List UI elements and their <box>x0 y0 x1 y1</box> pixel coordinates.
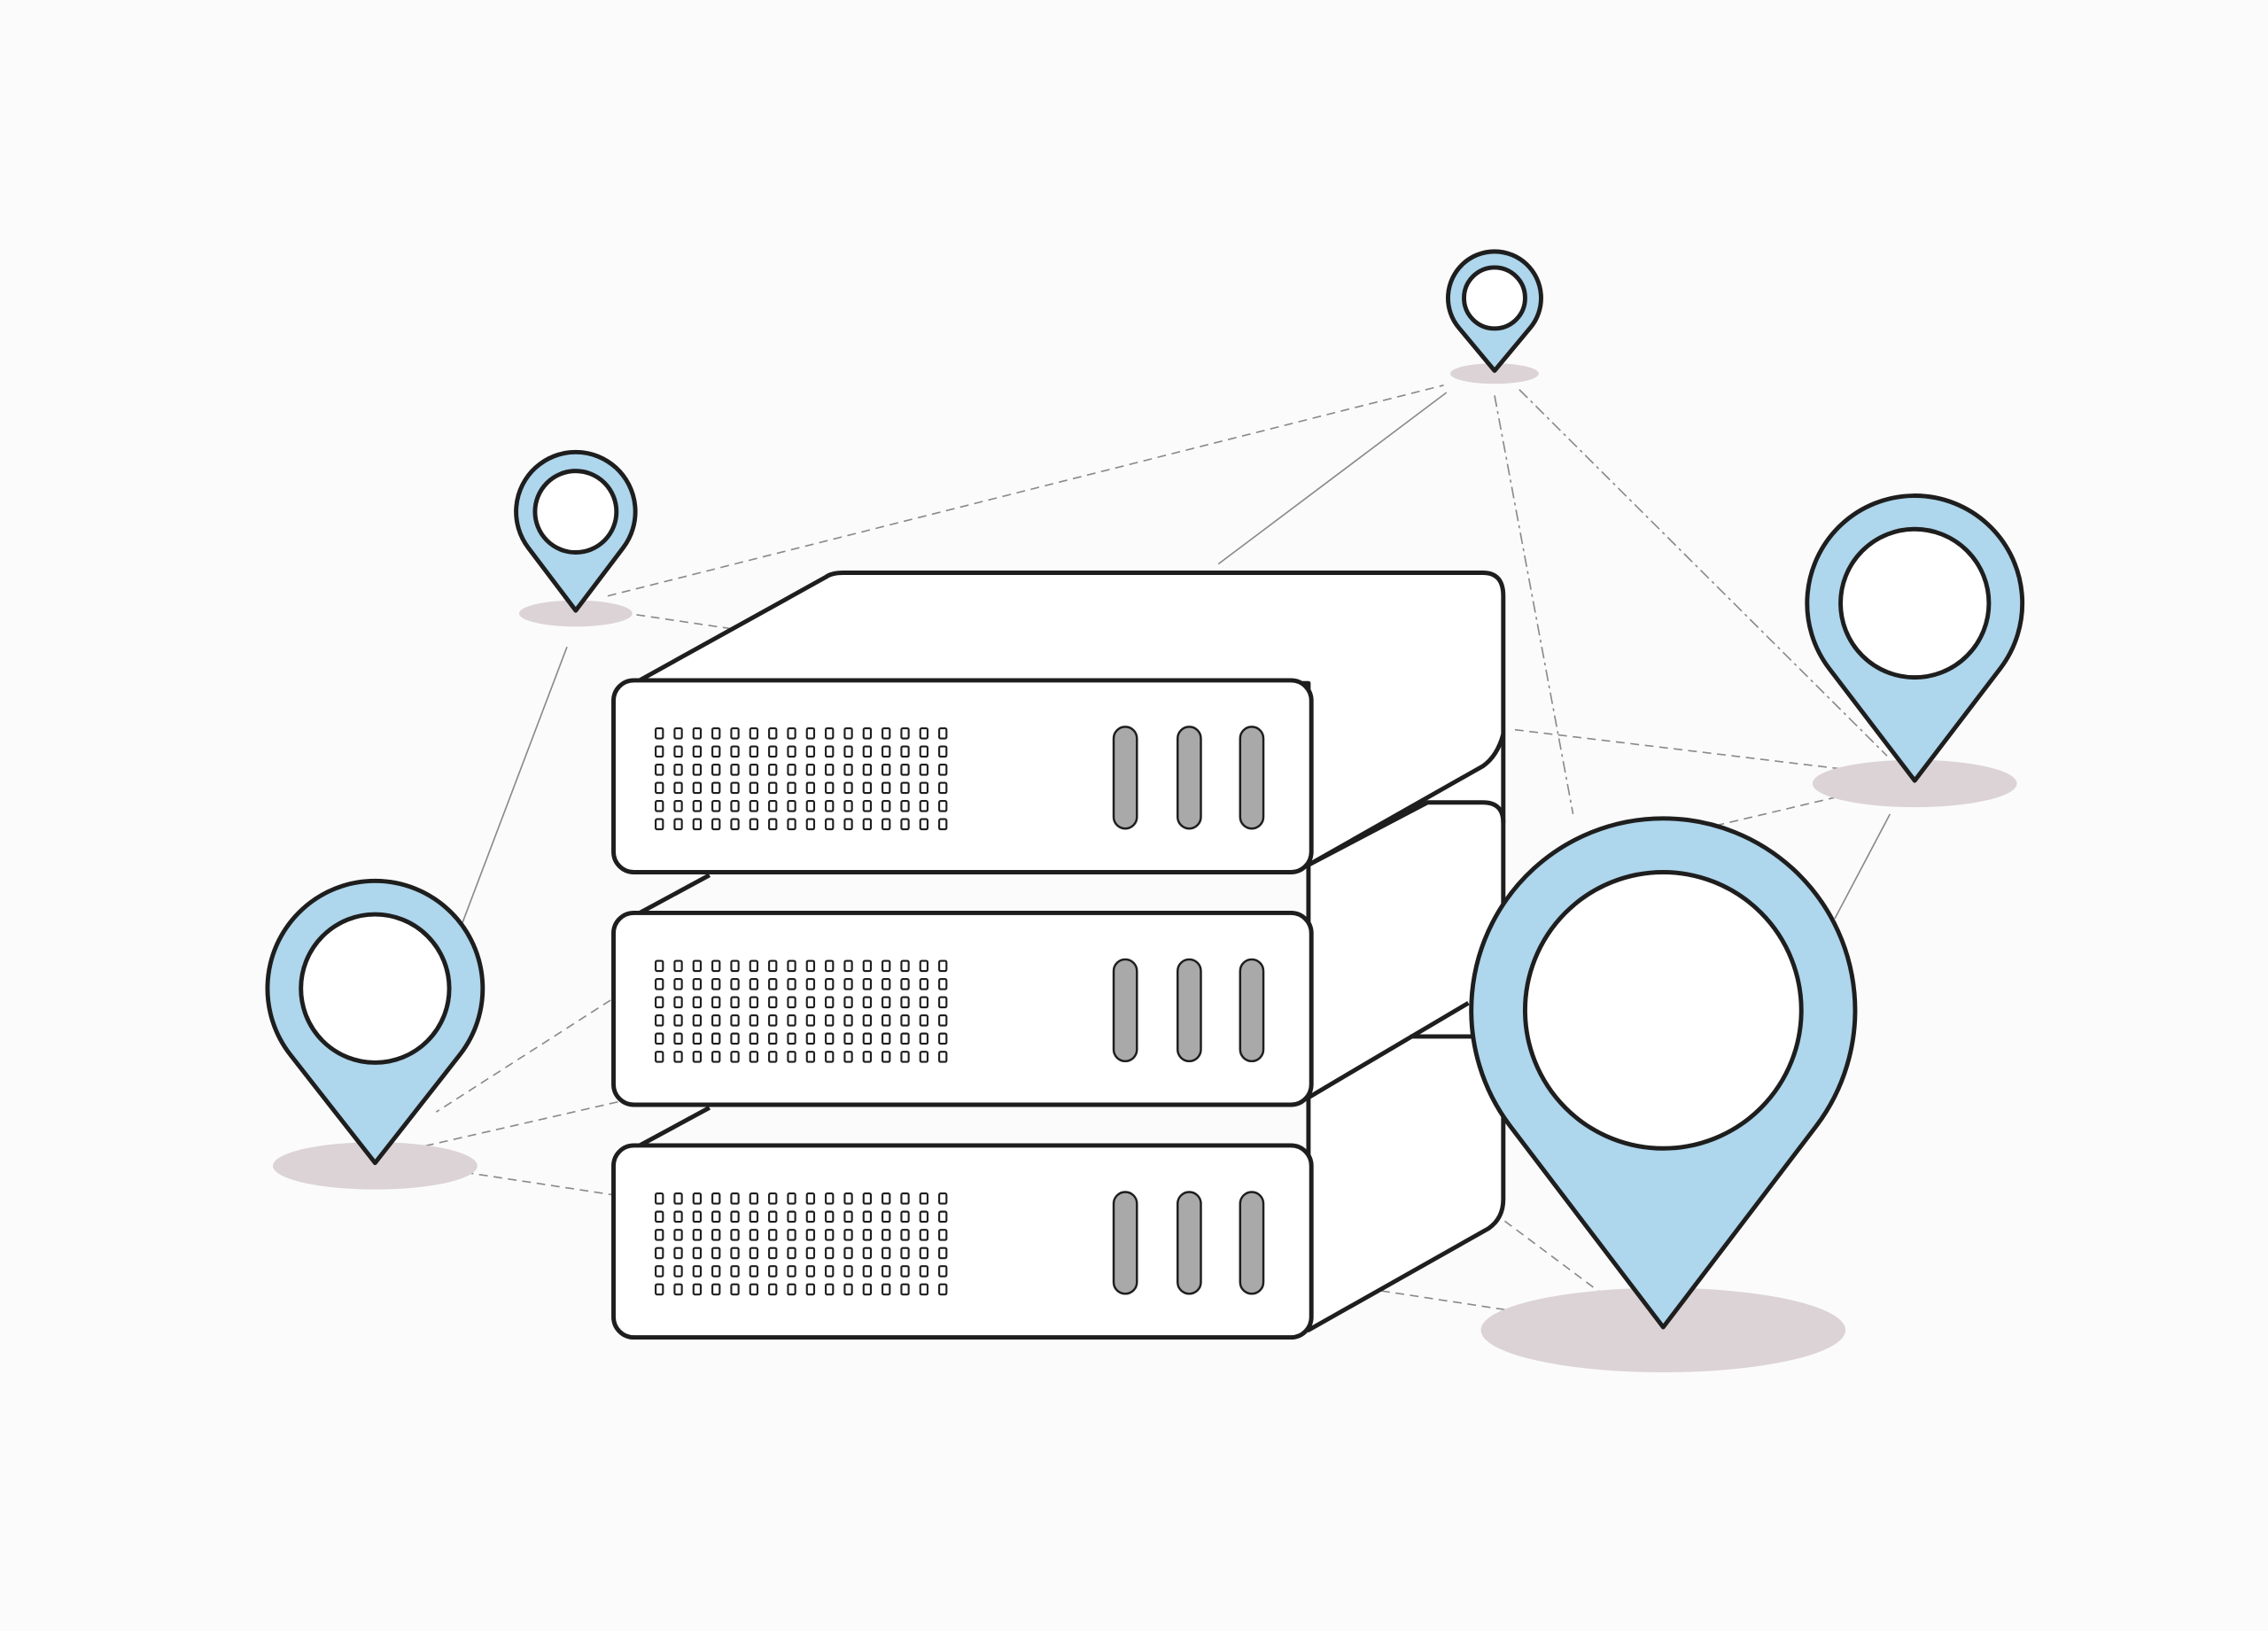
server-status-slot <box>1177 1191 1202 1295</box>
server-divider <box>1307 733 1506 867</box>
pin-shadow <box>1812 759 2017 808</box>
server-divider <box>1307 1001 1470 1099</box>
server-status-slot <box>1239 1191 1265 1295</box>
pin-shadow <box>1450 363 1539 384</box>
pin-shadows <box>273 363 2017 1372</box>
server-divider <box>638 1106 711 1148</box>
server-unit <box>611 1143 1314 1340</box>
server-stack-body <box>637 571 1506 1332</box>
location-pin-icon <box>1446 249 1543 373</box>
server-divider <box>1307 800 1506 867</box>
server-status-slot <box>1112 958 1138 1063</box>
location-pin-icon <box>1469 816 1858 1330</box>
server-status-slot <box>1177 958 1202 1063</box>
server-vent-grid <box>655 1192 948 1296</box>
server-divider <box>638 873 711 915</box>
server-vent-grid <box>655 959 948 1063</box>
server-unit <box>611 678 1314 874</box>
pin-shadow <box>518 600 633 627</box>
server-status-slot <box>1177 726 1202 830</box>
pin-shadow <box>1480 1287 1846 1372</box>
server-stack-icon <box>611 571 1506 1340</box>
location-pin-icon <box>1805 493 2025 783</box>
location-pin-icon <box>265 878 485 1166</box>
server-status-slot <box>1239 726 1265 830</box>
server-status-slot <box>1239 958 1265 1063</box>
server-unit <box>611 910 1314 1107</box>
server-vent-grid <box>655 726 948 831</box>
server-status-slot <box>1112 1191 1138 1295</box>
location-pins <box>265 249 2025 1330</box>
pin-shadow <box>273 1142 478 1190</box>
server-status-slot <box>1112 726 1138 830</box>
location-pin-icon <box>514 449 638 613</box>
